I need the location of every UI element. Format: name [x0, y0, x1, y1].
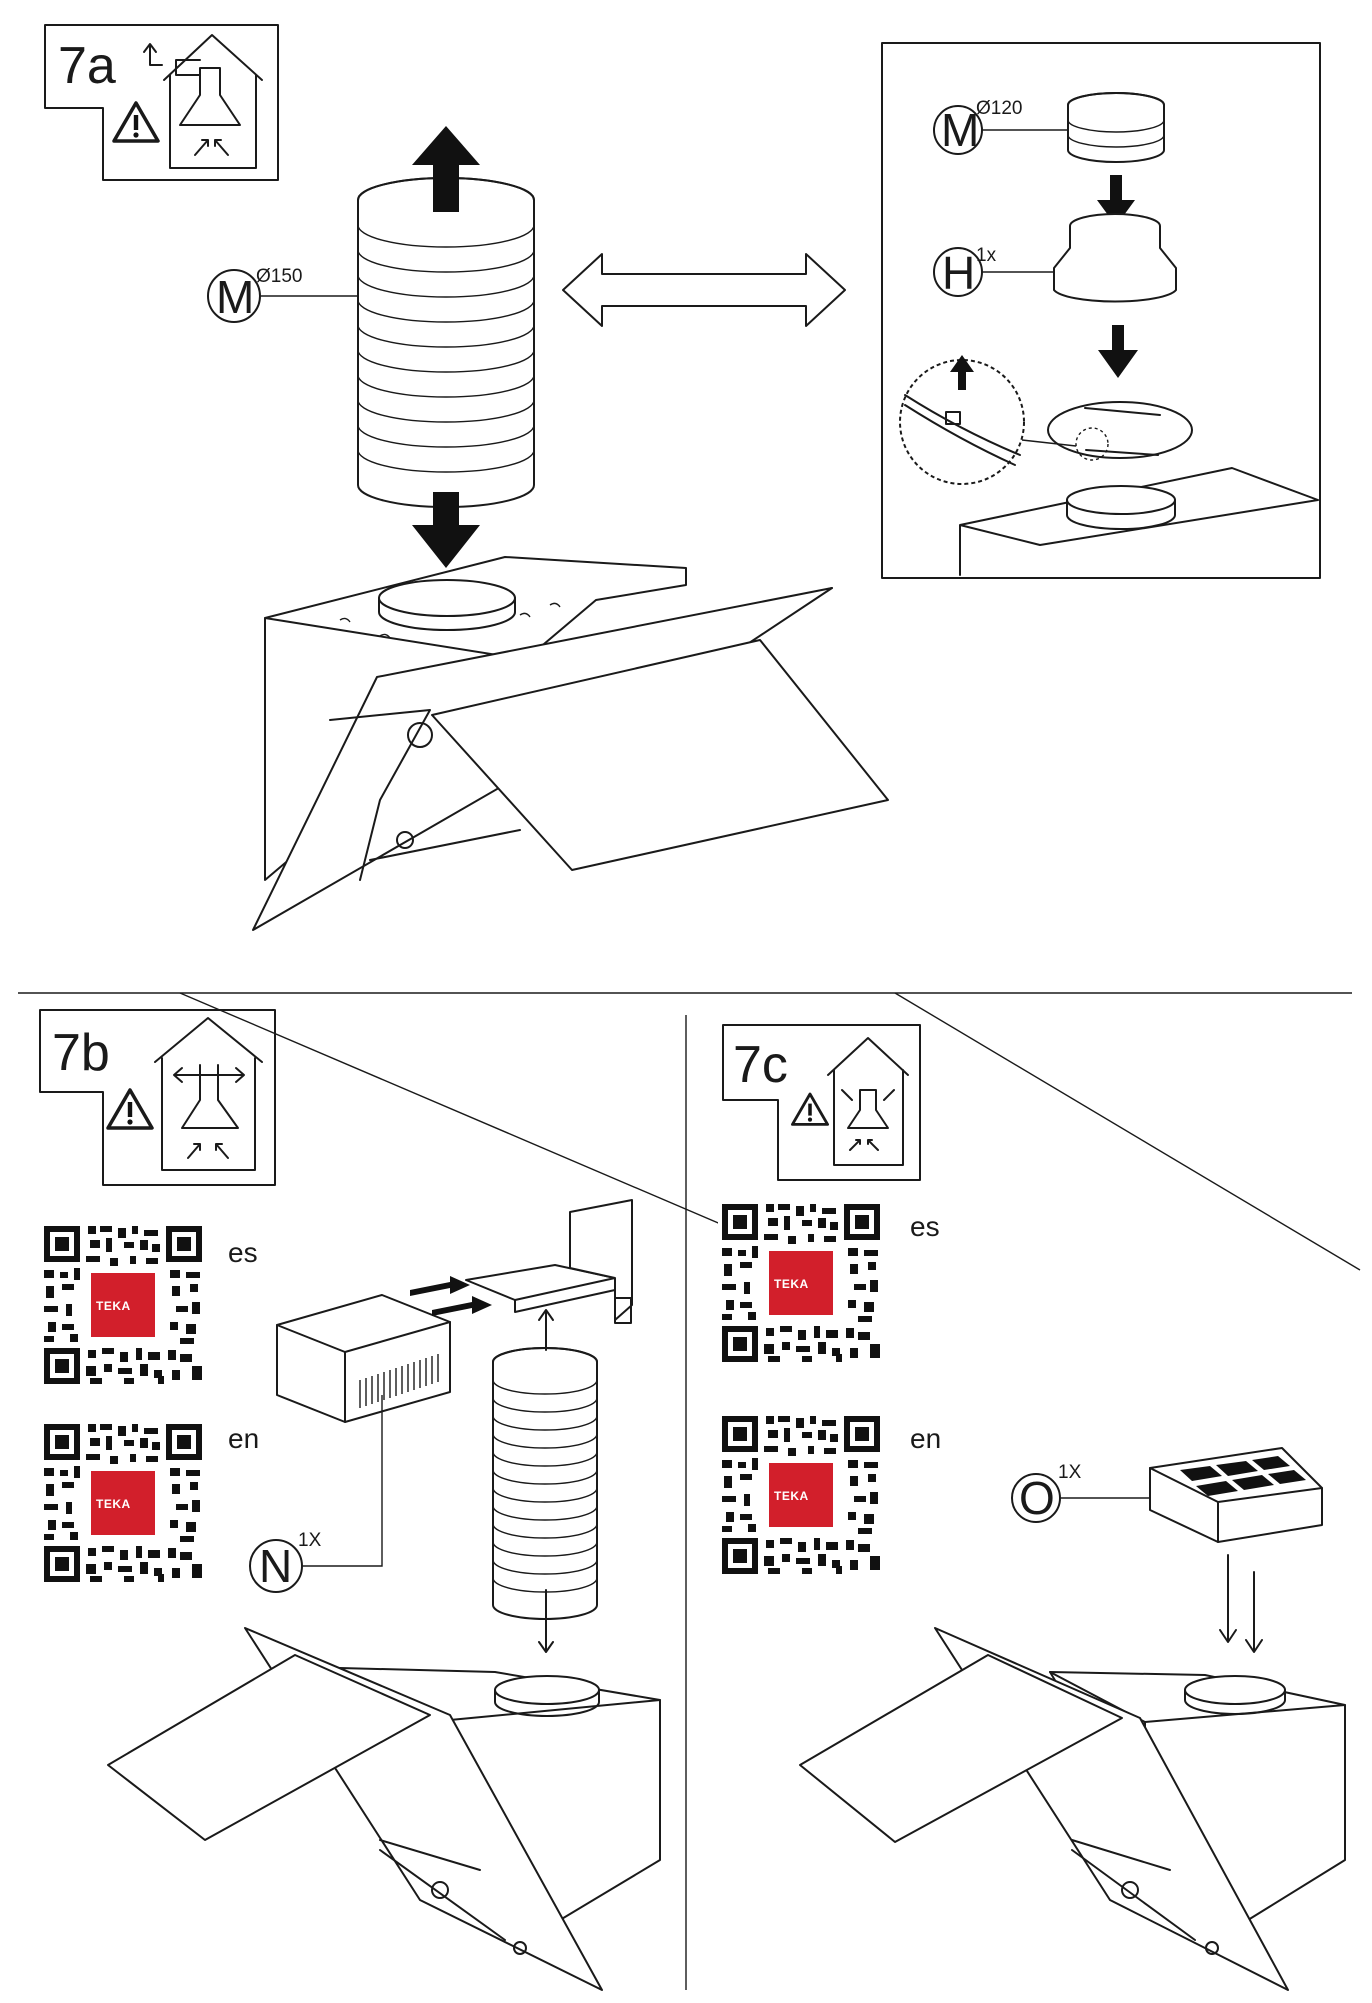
side-outlet-icon — [154, 1017, 263, 1171]
arrow-up-icon — [950, 355, 974, 390]
warning-icon — [106, 1088, 154, 1130]
callout-size: Ø120 — [976, 98, 1022, 119]
svg-text:TEKA: TEKA — [96, 1497, 131, 1511]
qr-lang-label: en — [228, 1423, 259, 1454]
callout-letter: N — [259, 1540, 292, 1592]
arrow-up-icon — [538, 1309, 554, 1351]
recirculation-icon — [827, 1037, 909, 1166]
detail-panel-7a: M Ø120 H 1x — [881, 42, 1321, 579]
step-7c-label: 7c — [733, 1036, 788, 1094]
arrow-down-icon — [1219, 1554, 1237, 1643]
arrow-down-icon — [1245, 1571, 1263, 1653]
qr-lang-label: es — [910, 1211, 940, 1242]
step-7a-header: 7a — [44, 24, 279, 181]
arrow-down-icon — [1098, 325, 1138, 378]
carbon-filter-o — [1149, 1447, 1323, 1543]
duct-7b — [492, 1347, 598, 1620]
callout-h: H 1x — [933, 245, 1054, 299]
arrow-down-icon — [538, 1589, 554, 1653]
hood-7a — [252, 556, 889, 931]
qr-code-en: TEKA en — [718, 1412, 941, 1578]
hood-7b — [107, 1627, 661, 1991]
qr-code-es: TEKA es — [718, 1200, 940, 1366]
callout-m-120: M Ø120 — [933, 98, 1068, 156]
warning-icon — [791, 1092, 830, 1126]
wall-bracket — [465, 1199, 633, 1324]
arrow-up-icon — [412, 126, 480, 212]
callout-size: Ø150 — [256, 266, 302, 287]
arrow-right-icon — [432, 1296, 492, 1316]
qr-code-es: TEKA es — [40, 1222, 258, 1388]
svg-text:TEKA: TEKA — [96, 1299, 131, 1313]
callout-letter: O — [1019, 1472, 1055, 1524]
svg-text:TEKA: TEKA — [774, 1277, 809, 1291]
svg-text:TEKA: TEKA — [774, 1489, 809, 1503]
arrow-down-icon — [412, 492, 480, 568]
callout-m-150: M Ø150 — [207, 266, 358, 323]
duct-m-150 — [357, 177, 535, 508]
qr-code-en: TEKA en — [40, 1420, 259, 1586]
zoom-detail — [899, 355, 1109, 485]
step-7b-header: 7b — [39, 1009, 276, 1186]
outlet-ducting-icon — [143, 34, 263, 169]
callout-letter: H — [942, 247, 975, 299]
step-7b-label: 7b — [52, 1024, 110, 1082]
callout-o: O 1X — [1011, 1462, 1150, 1524]
callout-letter: M — [941, 104, 979, 156]
warning-icon — [112, 101, 160, 143]
step-7a-label: 7a — [58, 37, 116, 95]
duct-m-120 — [1067, 92, 1165, 163]
arrow-right-icon — [410, 1276, 470, 1296]
callout-qty: 1X — [1058, 1462, 1082, 1483]
callout-letter: M — [216, 271, 254, 323]
callout-qty: 1x — [976, 245, 997, 266]
callout-qty: 1X — [298, 1530, 322, 1551]
qr-lang-label: en — [910, 1423, 941, 1454]
step-7c-header: 7c — [722, 1024, 921, 1181]
reducer-adapter-h — [1053, 213, 1177, 303]
hood-top-detail — [959, 467, 1319, 576]
double-arrow-icon — [562, 253, 846, 327]
arrow-down-icon — [1097, 175, 1135, 226]
side-outlet-module-n — [276, 1294, 451, 1423]
clamp-ring — [1047, 401, 1193, 459]
hood-7c — [799, 1627, 1346, 1991]
callout-n: N 1X — [249, 1395, 383, 1593]
wall-line — [894, 992, 1361, 1271]
qr-lang-label: es — [228, 1237, 258, 1268]
